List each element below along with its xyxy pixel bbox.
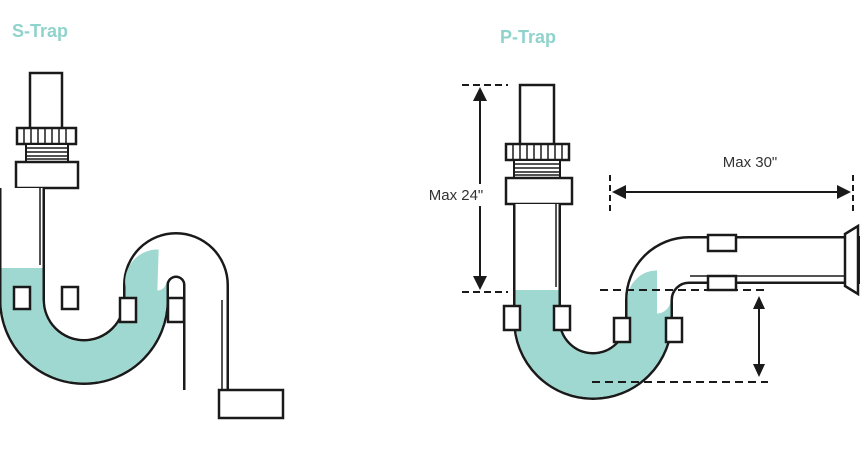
p-trap-water (515, 270, 671, 398)
s-trap-nut-left-a (12, 285, 32, 311)
p-trap-thread-lines (514, 163, 560, 176)
p-trap-dim-horizontal-label: Max 30" (723, 154, 778, 171)
s-trap-outlet (217, 388, 285, 420)
s-trap-thread-lines (26, 147, 68, 160)
p-trap-wall-flange (843, 223, 860, 297)
p-trap-nut-left-b (552, 304, 572, 332)
s-trap-slip-nut (15, 126, 78, 146)
p-trap-drawing: Max 24" Max 30" (414, 83, 860, 400)
s-trap-nut-ridges (23, 129, 67, 143)
s-trap-drawing (0, 71, 285, 420)
s-trap-tailpiece (28, 71, 64, 133)
s-trap-nut-left-b (60, 285, 80, 311)
p-trap-dim-vertical-label: Max 24" (429, 187, 484, 204)
p-trap-nut-right-a (612, 316, 632, 344)
p-trap-nut-left-a (502, 304, 522, 332)
p-trap-slip-nut (504, 142, 571, 162)
p-trap-seal-arrow-top (753, 296, 765, 309)
p-trap-dim-v-arrow-top (473, 87, 487, 101)
p-trap-dim-v-label-bg (414, 184, 498, 206)
p-trap-nut-arm-bottom (706, 274, 738, 292)
s-trap-nut-right-b (166, 296, 186, 324)
s-trap-title: S-Trap (12, 21, 69, 41)
s-trap-water (1, 249, 167, 383)
p-trap-dim-v-arrow-bottom (473, 276, 487, 290)
p-trap-dim-h-arrow-left (612, 185, 626, 199)
p-trap-nut-right-b (664, 316, 684, 344)
p-trap-dim-h-arrow-right (837, 185, 851, 199)
p-trap-title: P-Trap (500, 27, 557, 47)
s-trap-nut-right-a (118, 296, 138, 324)
p-trap-nut-ridges (512, 145, 563, 159)
p-trap-seal-arrow-bottom (753, 364, 765, 377)
p-trap-tailpiece (518, 83, 556, 147)
s-trap-washer (14, 160, 80, 190)
p-trap-nut-arm-top (706, 233, 738, 253)
p-trap-washer (504, 176, 574, 206)
